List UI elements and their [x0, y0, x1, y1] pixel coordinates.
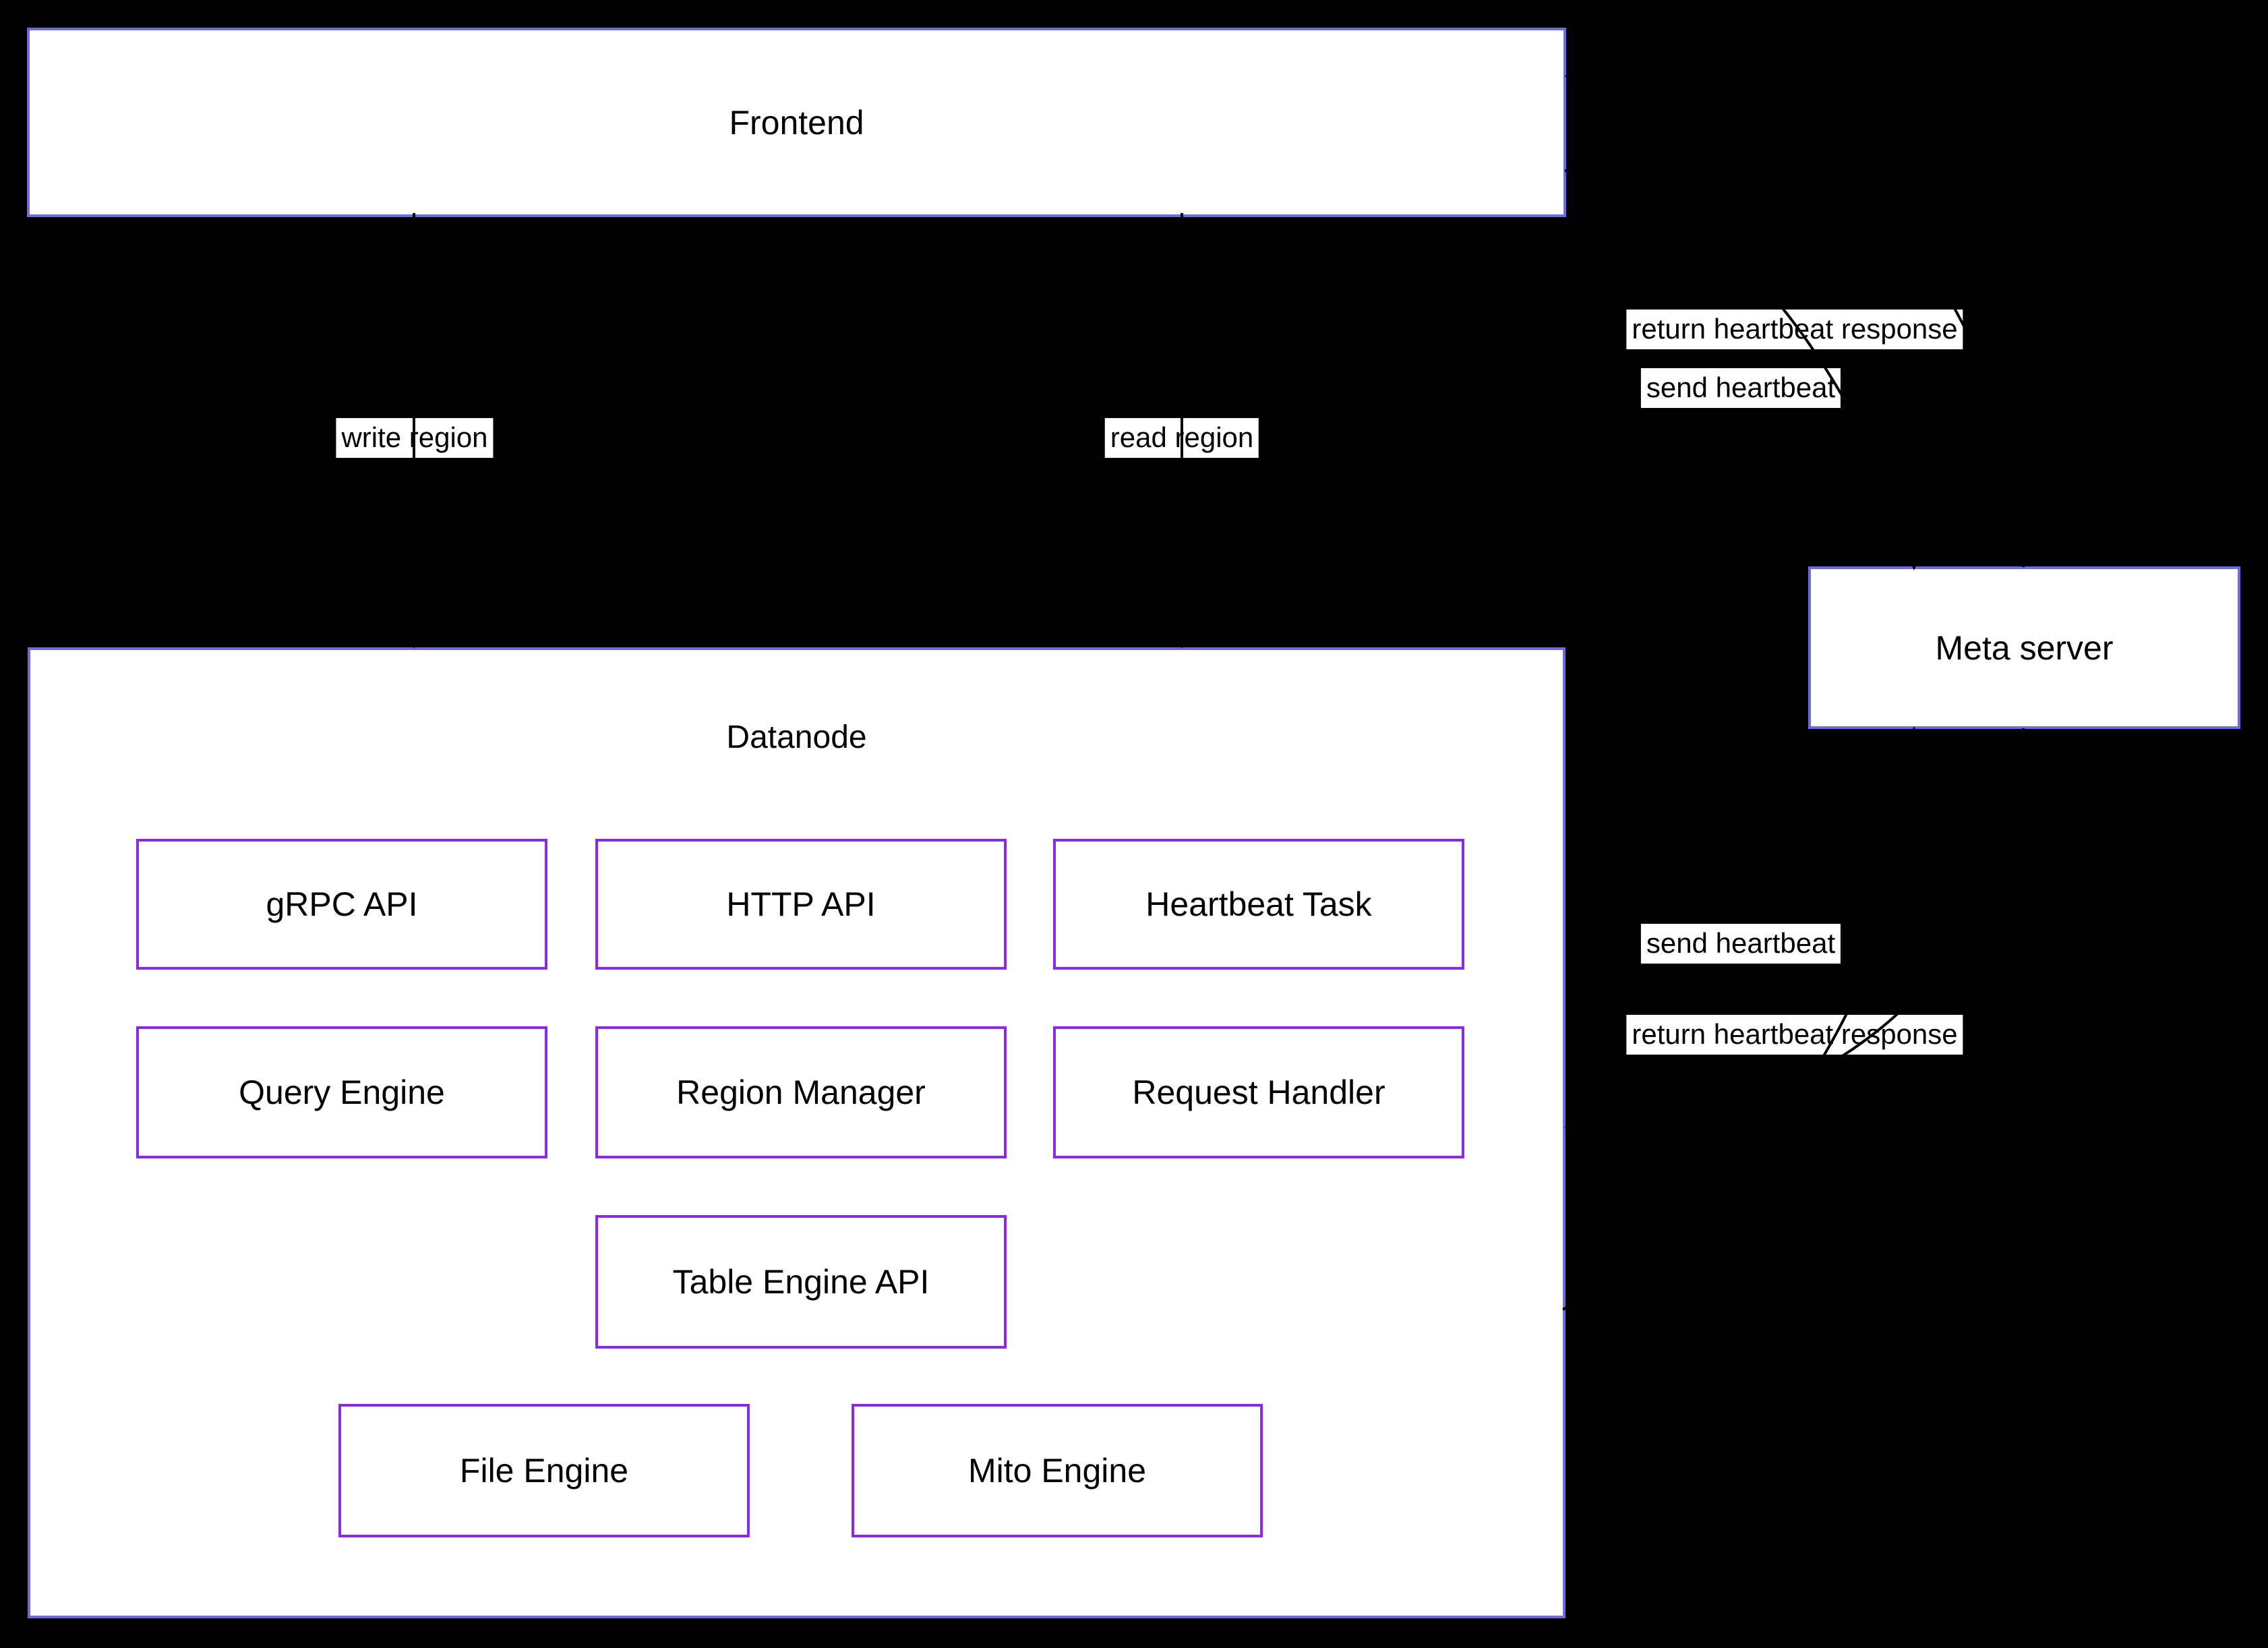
edge-label-return-heartbeat-datanode: return heartbeat response: [1626, 1015, 1963, 1055]
query-engine-label: Query Engine: [239, 1073, 445, 1111]
heartbeat-task-node: Heartbeat Task: [1053, 839, 1464, 970]
grpc-api-node: gRPC API: [136, 839, 547, 970]
edge-read-region-arrowhead: [1173, 628, 1191, 649]
datanode-title: Datanode: [726, 719, 867, 755]
grpc-api-label: gRPC API: [266, 885, 418, 923]
edge-label-send-heartbeat-datanode: send heartbeat: [1640, 924, 1841, 964]
file-engine-label: File Engine: [459, 1452, 629, 1490]
file-engine-node: File Engine: [338, 1404, 750, 1537]
edge-label-return-heartbeat-frontend: return heartbeat response: [1626, 310, 1963, 349]
mito-engine-label: Mito Engine: [967, 1452, 1147, 1490]
query-engine-node: Query Engine: [136, 1026, 547, 1158]
table-engine-api-label: Table Engine API: [672, 1263, 930, 1301]
region-manager-label: Region Manager: [676, 1073, 926, 1111]
frontend-label: Frontend: [729, 103, 864, 142]
edge-label-read-region: read region: [1104, 418, 1259, 458]
heartbeat-task-label: Heartbeat Task: [1145, 885, 1372, 923]
edge-write-region-arrowhead: [405, 628, 423, 649]
edge-return-heartbeat-frontend-arrowhead: [1564, 67, 1584, 85]
mito-engine-node: Mito Engine: [852, 1404, 1263, 1537]
table-engine-api-node: Table Engine API: [595, 1215, 1007, 1349]
frontend-node: Frontend: [27, 28, 1566, 217]
edge-label-send-heartbeat-frontend: send heartbeat: [1640, 368, 1841, 408]
request-handler-node: Request Handler: [1053, 1026, 1464, 1158]
edge-send-heartbeat-frontend-line: [1564, 169, 1915, 554]
request-handler-label: Request Handler: [1132, 1073, 1385, 1111]
edge-send-heartbeat-datanode-arrowhead: [1905, 726, 1923, 745]
meta-server-label: Meta server: [1935, 628, 2114, 667]
http-api-node: HTTP API: [595, 839, 1007, 970]
edge-label-write-region: write region: [336, 418, 494, 458]
region-manager-node: Region Manager: [595, 1026, 1007, 1158]
edge-return-heartbeat-datanode-arrowhead: [1564, 1119, 1584, 1136]
meta-server-node: Meta server: [1808, 566, 2240, 729]
http-api-label: HTTP API: [726, 885, 876, 923]
